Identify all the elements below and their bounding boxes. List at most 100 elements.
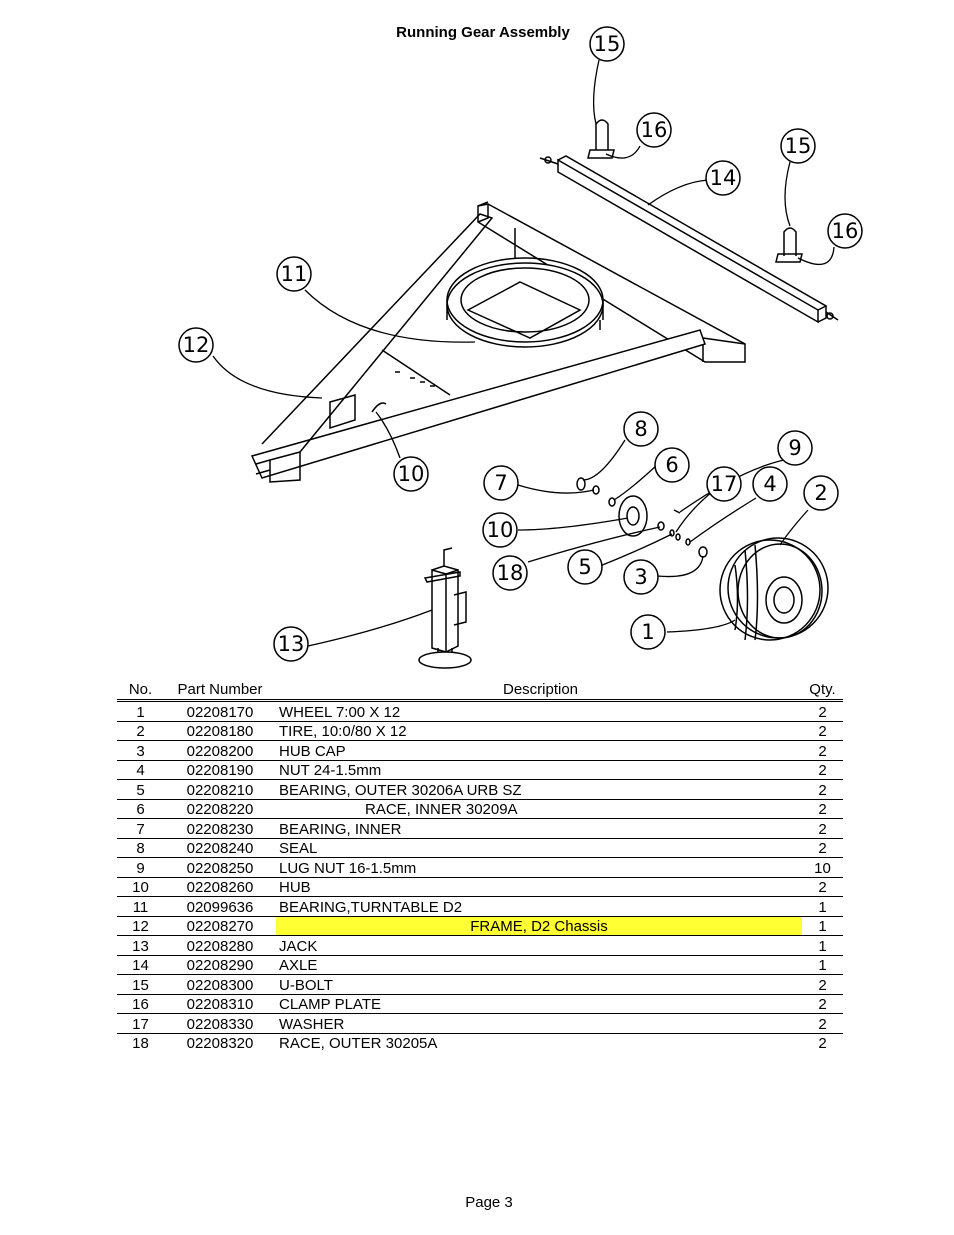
row-no: 10 — [132, 879, 149, 896]
row-qty: 2 — [818, 781, 827, 799]
table-row: 13 02208280 JACK 1 — [117, 936, 843, 955]
row-part-number: 02208280 — [186, 937, 254, 955]
callout-16-lower: 16 — [832, 219, 859, 243]
row-part-number: 02208250 — [186, 859, 254, 877]
row-description: TIRE, 10:0/80 X 12 — [279, 723, 407, 740]
row-no: 4 — [136, 762, 145, 779]
row-part-number: 02208330 — [186, 1015, 254, 1033]
row-qty: 1 — [818, 937, 827, 955]
callout-1: 1 — [641, 620, 654, 644]
running-gear-diagram: 15 16 14 15 16 11 12 10 8 6 9 7 17 4 2 1… — [178, 26, 863, 669]
row-no: 1 — [136, 703, 145, 721]
table-row: 12 02208270 FRAME, D2 Chassis 1 — [117, 916, 843, 936]
table-row: 6 02208220 RACE, INNER 30209A 2 — [117, 799, 843, 819]
callout-8: 8 — [634, 417, 647, 441]
callout-18: 18 — [497, 561, 524, 585]
row-description: WHEEL 7:00 X 12 — [279, 703, 401, 721]
callout-7: 7 — [494, 471, 507, 495]
row-part-number: 02208230 — [186, 820, 254, 838]
row-no: 17 — [132, 1015, 149, 1033]
callout-12: 12 — [183, 333, 210, 357]
row-description: LUG NUT 16-1.5mm — [279, 859, 417, 877]
callout-4: 4 — [763, 472, 776, 496]
turntable-drawing — [446, 257, 604, 348]
row-no: 14 — [132, 957, 149, 974]
row-no: 7 — [136, 820, 145, 838]
page-number: Page 3 — [465, 1194, 513, 1211]
row-part-number: 02208220 — [186, 801, 254, 818]
row-qty: 1 — [818, 957, 827, 974]
row-description: JACK — [279, 937, 318, 955]
row-qty: 2 — [818, 742, 827, 760]
row-no: 9 — [136, 859, 145, 877]
row-qty: 10 — [814, 859, 831, 877]
callout-2: 2 — [814, 481, 827, 505]
callout-9: 9 — [788, 436, 801, 460]
row-qty: 2 — [818, 879, 827, 896]
row-qty: 1 — [818, 898, 827, 916]
row-description: HUB CAP — [279, 742, 346, 760]
table-row: 15 02208300 U-BOLT 2 — [117, 975, 843, 994]
callout-10-hub: 10 — [487, 518, 514, 542]
row-part-number: 02208310 — [186, 996, 254, 1013]
row-qty: 2 — [818, 703, 827, 721]
header-description: Description — [502, 681, 579, 698]
callout-11: 11 — [281, 262, 308, 286]
leader-lines — [212, 59, 835, 647]
table-row: 3 02208200 HUB CAP 2 — [117, 741, 843, 760]
row-qty: 2 — [818, 976, 827, 994]
row-no: 6 — [136, 801, 145, 818]
callout-16-upper: 16 — [641, 118, 668, 142]
table-row: 7 02208230 BEARING, INNER 2 — [117, 819, 843, 838]
row-description: U-BOLT — [279, 976, 333, 994]
page-title: Running Gear Assembly — [396, 24, 570, 41]
axle-drawing — [539, 155, 839, 324]
hub-assembly-drawing — [576, 477, 708, 558]
row-no: 5 — [136, 781, 145, 799]
table-row: 1 02208170 WHEEL 7:00 X 12 2 — [117, 701, 843, 721]
frame-drawing — [250, 201, 746, 483]
table-row: 18 02208320 RACE, OUTER 30205A 2 — [117, 1033, 843, 1052]
row-description: BEARING, OUTER 30206A URB SZ — [279, 781, 522, 799]
row-qty: 2 — [818, 996, 827, 1013]
row-no: 8 — [136, 840, 145, 857]
row-part-number: 02208180 — [186, 723, 254, 740]
row-description: RACE, OUTER 30205A — [279, 1035, 438, 1052]
row-qty: 2 — [818, 762, 827, 779]
row-part-number: 02099636 — [186, 898, 254, 916]
row-description: NUT 24-1.5mm — [279, 762, 382, 779]
table-row: 9 02208250 LUG NUT 16-1.5mm 10 — [117, 858, 843, 877]
row-no: 15 — [132, 976, 149, 994]
row-part-number: 02208210 — [186, 781, 254, 799]
callout-6: 6 — [665, 453, 678, 477]
row-qty: 2 — [818, 820, 827, 838]
table-row: 5 02208210 BEARING, OUTER 30206A URB SZ … — [117, 780, 843, 799]
row-description-highlighted: FRAME, D2 Chassis — [276, 916, 802, 936]
table-header-row: No. Part Number Description Qty. — [117, 681, 843, 701]
row-qty: 2 — [818, 801, 827, 818]
parts-table: No. Part Number Description Qty. 1 02208… — [117, 681, 843, 1052]
row-part-number: 02208270 — [186, 918, 254, 935]
row-part-number: 02208290 — [186, 957, 254, 974]
header-qty: Qty. — [809, 681, 836, 698]
callout-13: 13 — [278, 632, 305, 656]
row-qty: 2 — [818, 840, 827, 857]
callout-14: 14 — [710, 166, 737, 190]
row-qty: 2 — [818, 1015, 827, 1033]
table-row: 8 02208240 SEAL 2 — [117, 838, 843, 858]
callout-15-lower: 15 — [785, 134, 812, 158]
row-description: RACE, INNER 30209A — [365, 801, 518, 818]
row-description: BEARING, INNER — [279, 820, 402, 838]
row-description: SEAL — [279, 840, 318, 857]
row-description: AXLE — [279, 957, 318, 974]
row-description: BEARING,TURNTABLE D2 — [279, 898, 463, 916]
row-part-number: 02208240 — [186, 840, 254, 857]
table-row: 16 02208310 CLAMP PLATE 2 — [117, 994, 843, 1014]
header-part-number: Part Number — [177, 681, 263, 698]
callout-15-upper: 15 — [594, 32, 621, 56]
row-no: 18 — [132, 1035, 149, 1052]
row-no: 16 — [132, 996, 149, 1013]
callout-3: 3 — [634, 565, 647, 589]
u-bolt-drawing — [587, 119, 803, 263]
jack-drawing — [418, 547, 472, 669]
